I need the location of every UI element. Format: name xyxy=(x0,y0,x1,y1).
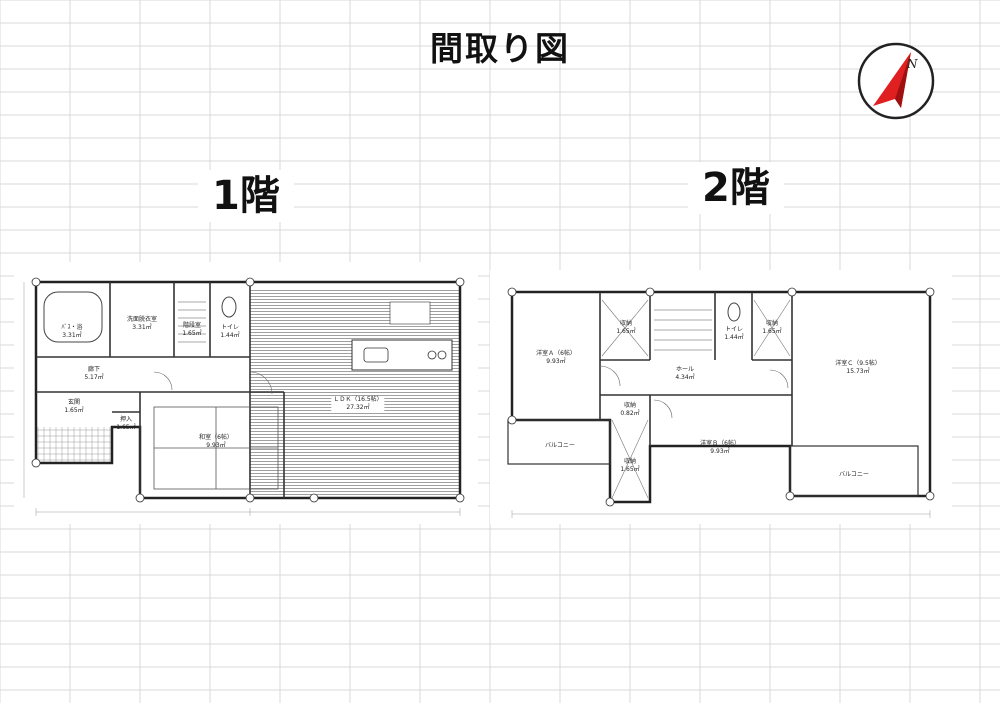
floor2-label: 2階 xyxy=(688,162,784,214)
room-b-label: 洋室Ｂ（6帖）9.93㎡ xyxy=(700,440,740,455)
page-title: 間取り図 xyxy=(430,29,570,68)
balcony2-label: バルコニー xyxy=(839,471,869,478)
room-c-label: 洋室Ｃ（9.5帖）15.73㎡ xyxy=(835,360,881,375)
room-washitsu-label: 和室（6帖）9.93㎡ xyxy=(199,434,233,449)
balcony1-label: バルコニー xyxy=(545,442,575,449)
room-ldk-label: ＬＤＫ（16.5帖）27.32㎡ xyxy=(331,396,385,412)
compass-icon: N xyxy=(855,40,937,122)
floor1-label: 1階 xyxy=(198,170,294,222)
room-a-label: 洋室Ａ（6帖）9.93㎡ xyxy=(536,350,576,365)
north-label: N xyxy=(906,57,918,71)
